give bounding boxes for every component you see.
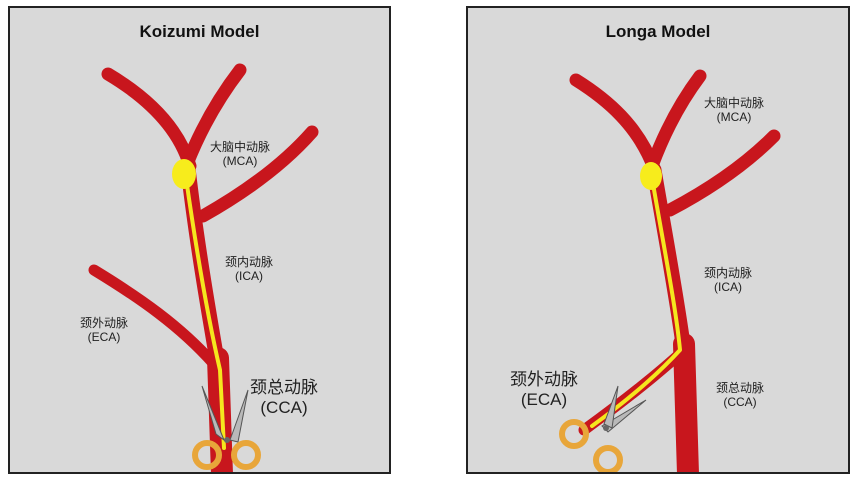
longa-mca-label: 大脑中动脉 (MCA)	[704, 96, 765, 125]
koizumi-mca-branch	[196, 125, 319, 223]
longa-ica-label: 颈内动脉 (ICA)	[704, 266, 753, 295]
koizumi-mca-label: 大脑中动脉 (MCA)	[210, 140, 271, 169]
longa-occlusion-site	[640, 162, 662, 190]
koizumi-eca-label: 颈外动脉 (ECA)	[80, 316, 129, 345]
longa-cca	[673, 333, 699, 472]
longa-cca-label: 颈总动脉 (CCA)	[716, 381, 765, 410]
longa-scissors-icon	[559, 385, 647, 472]
koizumi-upper-branch	[180, 63, 247, 171]
longa-title: Longa Model	[605, 22, 711, 41]
longa-ica	[646, 162, 692, 360]
koizumi-title: Koizumi Model	[139, 22, 260, 41]
koizumi-artery-diagram	[88, 63, 319, 472]
longa-eca-label: 颈外动脉 (ECA)	[510, 370, 578, 410]
koizumi-scissors-icon	[192, 385, 261, 470]
koizumi-cca-label: 颈总动脉 (CCA)	[250, 378, 318, 418]
longa-panel: Longa Model 大脑中动脉 (MCA) 颈内动脉 (ICA) 颈外动脉 …	[466, 6, 850, 474]
koizumi-thread	[184, 176, 226, 450]
koizumi-eca	[88, 264, 219, 369]
longa-upper-branch	[645, 69, 707, 173]
longa-mca-branch	[663, 129, 781, 217]
koizumi-panel: Koizumi Model 大脑中动脉 (MCA) 颈内动脉 (ICA) 颈外动…	[8, 6, 391, 474]
koizumi-occlusion-site	[172, 159, 196, 189]
koizumi-aca-branch	[101, 67, 197, 173]
longa-aca-branch	[569, 73, 661, 175]
longa-artery-diagram	[559, 69, 781, 472]
koizumi-ica-label: 颈内动脉 (ICA)	[225, 255, 274, 284]
longa-thread	[590, 176, 682, 428]
